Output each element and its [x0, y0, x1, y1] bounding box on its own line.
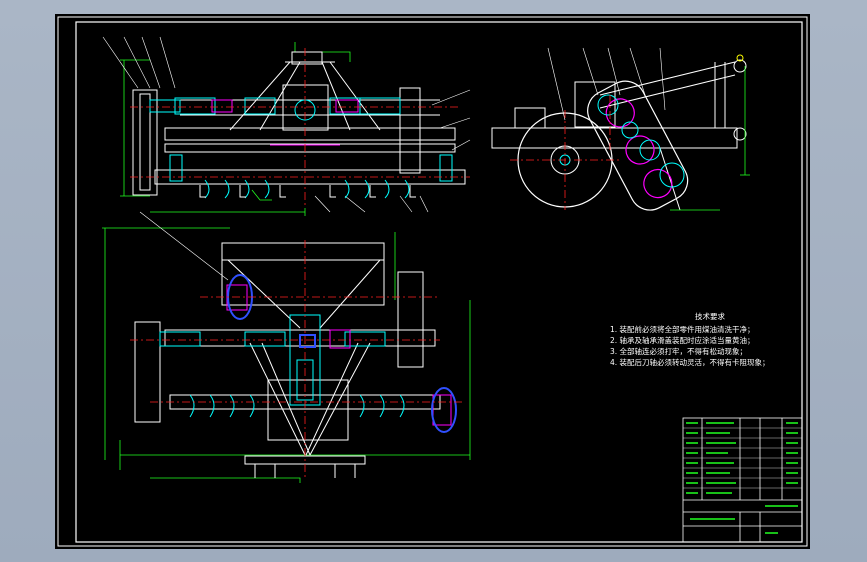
tech-requirements-title: 技术要求	[695, 312, 725, 321]
tech-requirement-3: 3. 全部轴连必须打牢，不得有松动现象；	[610, 347, 748, 356]
outer-border	[57, 16, 808, 547]
plan-view	[102, 211, 471, 483]
cad-drawing	[57, 16, 808, 547]
tech-requirement-1: 1. 装配前必须将全部零件用煤油清洗干净；	[610, 325, 755, 334]
inner-border	[75, 21, 803, 543]
tech-requirement-2: 2. 轴承及轴承滑盖装配时应涂适当量黄油；	[610, 336, 755, 345]
technical-requirements: 技术要求 1. 装配前必须将全部零件用煤油清洗干净； 2. 轴承及轴承滑盖装配时…	[610, 311, 850, 368]
front-view	[102, 36, 471, 216]
side-view	[491, 47, 750, 211]
drawing-sheet: 技术要求 1. 装配前必须将全部零件用煤油清洗干净； 2. 轴承及轴承滑盖装配时…	[55, 14, 810, 549]
tech-requirement-4: 4. 装配后刀轴必须转动灵活，不得有卡阻现象；	[610, 358, 770, 367]
title-block	[682, 417, 803, 543]
